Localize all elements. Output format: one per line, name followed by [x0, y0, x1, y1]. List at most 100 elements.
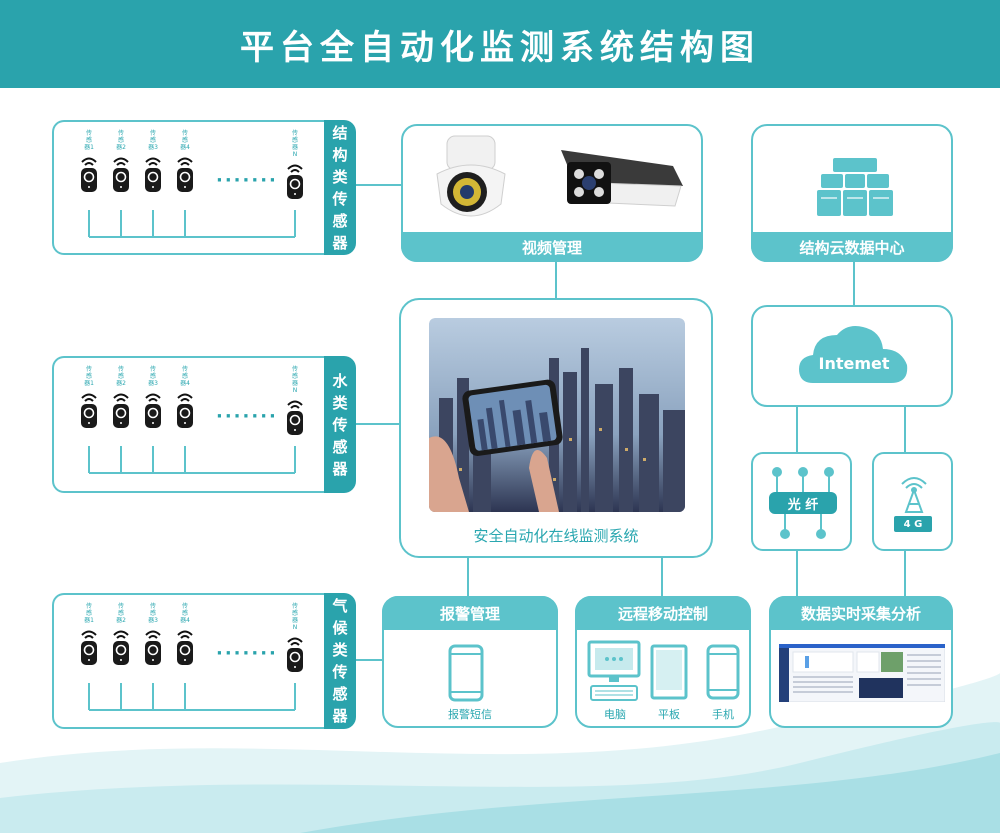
- data-analysis-label: 数据实时采集分析: [769, 596, 953, 630]
- sensor-group-water: 水 类 传 感 器 传感器1 传感器2 传感器3 传感器4 传感器N ·······: [52, 356, 356, 493]
- wireless-sensor-icon: [285, 158, 305, 204]
- fiber-box: 光 纤: [751, 452, 852, 551]
- computer-icon: [587, 640, 641, 701]
- sensor-label: 传感器N: [291, 366, 298, 394]
- sensor-item: 传感器3: [142, 130, 164, 197]
- computer-label: 电脑: [604, 708, 626, 721]
- tab-char: 传: [332, 415, 348, 434]
- tab-char: 结: [332, 123, 348, 142]
- internet-label: Intemet: [818, 353, 890, 373]
- tab-char: 气: [332, 597, 348, 615]
- sensor-item: 传感器1: [78, 603, 100, 670]
- dashboard-screenshot: [779, 644, 945, 702]
- sensor-bus-wire: [88, 446, 296, 474]
- sensor-item: 传感器4: [174, 603, 196, 670]
- sensor-label: 传感器1: [84, 366, 94, 387]
- header-banner: 平台全自动化监测系统结构图: [0, 0, 1000, 88]
- data-analysis-box: 数据实时采集分析: [769, 596, 953, 728]
- sensor-label: 传感器1: [84, 603, 94, 624]
- sensor-label: 传感器N: [291, 603, 298, 631]
- ptz-camera-icon: [436, 135, 506, 217]
- sensor-item: 传感器3: [142, 366, 164, 433]
- sensor-bus-wire: [88, 683, 296, 711]
- sensor-label: 传感器N: [291, 130, 298, 158]
- sensor-item: 传感器1: [78, 366, 100, 433]
- tab-char: 器: [332, 459, 348, 478]
- sensor-label: 传感器4: [180, 130, 190, 151]
- sensor-bus-wire: [88, 210, 296, 238]
- tab-char: 类: [332, 641, 348, 659]
- wireless-sensor-icon: [143, 151, 163, 197]
- sensor-item: 传感器3: [142, 603, 164, 670]
- cloud-icon: [799, 326, 908, 383]
- wireless-sensor-icon: [285, 631, 305, 677]
- sensor-item: 传感器2: [110, 130, 132, 197]
- internet-box: Intemet: [751, 305, 953, 407]
- sensor-label: 传感器3: [148, 603, 158, 624]
- sensor-item: 传感器2: [110, 603, 132, 670]
- sensor-label: 传感器4: [180, 366, 190, 387]
- tab-char: 器: [332, 233, 348, 252]
- bullet-camera-icon: [561, 150, 683, 207]
- sensor-item: 传感器1: [78, 130, 100, 197]
- wireless-sensor-icon: [111, 151, 131, 197]
- sensor-label: 传感器2: [116, 130, 126, 151]
- wireless-sensor-icon: [143, 624, 163, 670]
- city-photo: [429, 318, 685, 512]
- wireless-sensor-icon: [143, 387, 163, 433]
- background-waves: [0, 673, 1000, 833]
- video-management-box: 视频管理: [401, 124, 703, 262]
- sensor-label: 传感器3: [148, 130, 158, 151]
- ellipsis: ·······: [216, 170, 278, 191]
- server-rack-icon: [817, 158, 893, 216]
- wireless-sensor-icon: [175, 151, 195, 197]
- fiber-label: 光 纤: [769, 492, 837, 514]
- phone-icon: [706, 644, 740, 700]
- wireless-sensor-icon: [111, 387, 131, 433]
- central-monitoring-box: 安全自动化在线监测系统: [399, 298, 713, 558]
- phone-label: 手机: [712, 708, 734, 721]
- sensor-label: 传感器2: [116, 366, 126, 387]
- wireless-sensor-icon: [79, 387, 99, 433]
- tab-char: 感: [332, 685, 348, 703]
- tab-char: 类: [332, 167, 348, 186]
- tab-char: 类: [332, 393, 348, 412]
- tab-char: 水: [332, 371, 348, 390]
- wireless-sensor-icon: [175, 387, 195, 433]
- alarm-management-box: 报警管理 报警短信: [382, 596, 558, 728]
- tab-char: 感: [332, 211, 348, 230]
- cellular-box: 4 G: [872, 452, 953, 551]
- sensor-label: 传感器4: [180, 603, 190, 624]
- alarm-sms-label: 报警短信: [448, 708, 492, 721]
- antenna-icon: [901, 477, 927, 513]
- cloud-data-center-box: 结构云数据中心: [751, 124, 953, 262]
- tab-char: 传: [332, 189, 348, 208]
- ellipsis: ·······: [216, 406, 278, 427]
- tab-char: 器: [332, 707, 348, 725]
- sensor-label: 传感器3: [148, 366, 158, 387]
- cellular-label: 4 G: [894, 516, 932, 532]
- wireless-sensor-icon: [79, 624, 99, 670]
- alarm-management-label: 报警管理: [382, 596, 558, 630]
- sensor-label: 传感器1: [84, 130, 94, 151]
- tablet-icon: [650, 644, 688, 700]
- tab-char: 感: [332, 437, 348, 456]
- cloud-data-center-label: 结构云数据中心: [751, 232, 953, 262]
- tablet-label: 平板: [658, 708, 680, 721]
- sensor-item: 传感器N: [284, 130, 306, 204]
- sensor-item: 传感器2: [110, 366, 132, 433]
- wireless-sensor-icon: [175, 624, 195, 670]
- phone-icon: [448, 644, 484, 702]
- wireless-sensor-icon: [111, 624, 131, 670]
- sensor-item: 传感器N: [284, 603, 306, 677]
- sensor-item: 传感器N: [284, 366, 306, 440]
- ellipsis: ·······: [216, 643, 278, 664]
- tab-char: 传: [332, 663, 348, 681]
- sensor-item: 传感器4: [174, 130, 196, 197]
- wireless-sensor-icon: [79, 151, 99, 197]
- page-title: 平台全自动化监测系统结构图: [240, 27, 760, 68]
- wireless-sensor-icon: [285, 394, 305, 440]
